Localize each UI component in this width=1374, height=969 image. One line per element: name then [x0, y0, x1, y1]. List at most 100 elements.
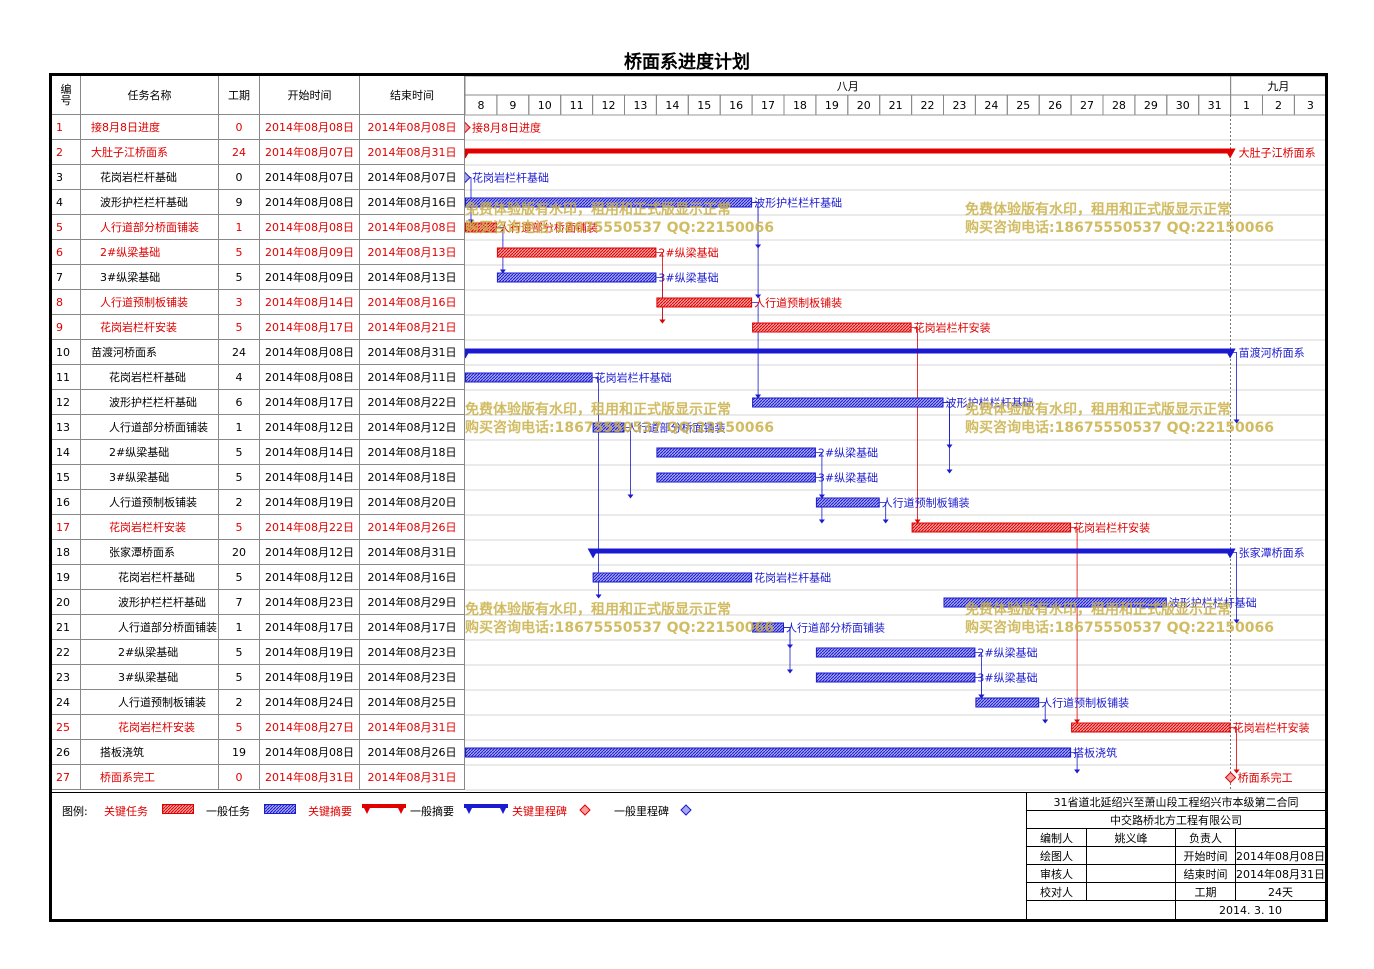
info-owner-label: 负责人 [1176, 829, 1236, 847]
cell-end: 2014年08月13日 [360, 240, 465, 265]
cell-start: 2014年08月12日 [260, 565, 360, 590]
summary-start-cap [587, 548, 599, 559]
dependency-link [1039, 702, 1046, 722]
task-bar [656, 472, 816, 483]
cell-end: 2014年08月23日 [360, 665, 465, 690]
dependency-link [975, 677, 982, 697]
info-duration-label: 工期 [1176, 883, 1236, 901]
bar-label: 人行道预制板铺装 [1041, 696, 1129, 710]
dependency-arrow [946, 469, 953, 474]
day-label: 31 [1208, 99, 1222, 112]
dependency-link [592, 377, 600, 597]
cell-end: 2014年08月07日 [360, 165, 465, 190]
cell-id: 15 [52, 465, 81, 490]
cell-name: 花岗岩栏杆基础 [81, 565, 219, 590]
task-bar [465, 747, 1072, 758]
legend-critical-summary-label: 关键摘要 [308, 805, 352, 818]
cell-start: 2014年08月19日 [260, 640, 360, 665]
day-label: 28 [1112, 99, 1126, 112]
day-label: 1 [1243, 99, 1250, 112]
cell-id: 5 [52, 215, 81, 240]
cell-id: 25 [52, 715, 81, 740]
bar-label: 人行道预制板铺装 [754, 296, 842, 310]
cell-end: 2014年08月18日 [360, 440, 465, 465]
bar-label: 人行道预制板铺装 [882, 496, 970, 510]
cell-end: 2014年08月22日 [360, 390, 465, 415]
cell-start: 2014年08月14日 [260, 290, 360, 315]
day-label: 21 [889, 99, 903, 112]
cell-start: 2014年08月17日 [260, 615, 360, 640]
cell-duration: 1 [219, 615, 260, 640]
cell-name: 大肚子江桥面系 [81, 140, 219, 165]
cell-duration: 5 [219, 565, 260, 590]
cell-duration: 5 [219, 515, 260, 540]
day-label: 12 [602, 99, 616, 112]
cell-name: 3#纵梁基础 [81, 665, 219, 690]
cell-duration: 24 [219, 340, 260, 365]
cell-name: 波形护栏栏杆基础 [81, 390, 219, 415]
bar-label: 桥面系完工 [1238, 771, 1293, 785]
cell-end: 2014年08月25日 [360, 690, 465, 715]
header-end: 结束时间 [360, 76, 465, 115]
day-label: 15 [697, 99, 711, 112]
cell-end: 2014年08月16日 [360, 290, 465, 315]
cell-name: 人行道部分桥面铺装 [81, 615, 219, 640]
cell-id: 19 [52, 565, 81, 590]
cell-duration: 0 [219, 765, 260, 790]
cell-start: 2014年08月23日 [260, 590, 360, 615]
task-bar [496, 247, 657, 258]
day-label: 13 [633, 99, 647, 112]
day-label: 16 [729, 99, 743, 112]
cell-name: 接8月8日进度 [81, 115, 219, 140]
cell-name: 人行道部分桥面铺装 [81, 215, 219, 240]
cell-name: 张家潭桥面系 [81, 540, 219, 565]
task-bar [752, 397, 944, 408]
bar-label: 3#纵梁基础 [658, 271, 718, 285]
legend-critical-task-label: 关键任务 [104, 805, 148, 818]
cell-start: 2014年08月22日 [260, 515, 360, 540]
cell-id: 21 [52, 615, 81, 640]
cell-name: 桥面系完工 [81, 765, 219, 790]
cell-end: 2014年08月13日 [360, 265, 465, 290]
cell-end: 2014年08月08日 [360, 115, 465, 140]
bar-label: 人行道部分桥面铺装 [627, 421, 726, 435]
cell-name: 2#纵梁基础 [81, 440, 219, 465]
dependency-arrow [882, 519, 889, 524]
legend-critical-milestone-swatch [579, 804, 591, 816]
cell-name: 苗渡河桥面系 [81, 340, 219, 365]
cell-id: 23 [52, 665, 81, 690]
header-name: 任务名称 [81, 76, 219, 115]
dependency-link [943, 402, 950, 472]
cell-id: 26 [52, 740, 81, 765]
summary-start-cap [465, 348, 471, 359]
cell-id: 18 [52, 540, 81, 565]
